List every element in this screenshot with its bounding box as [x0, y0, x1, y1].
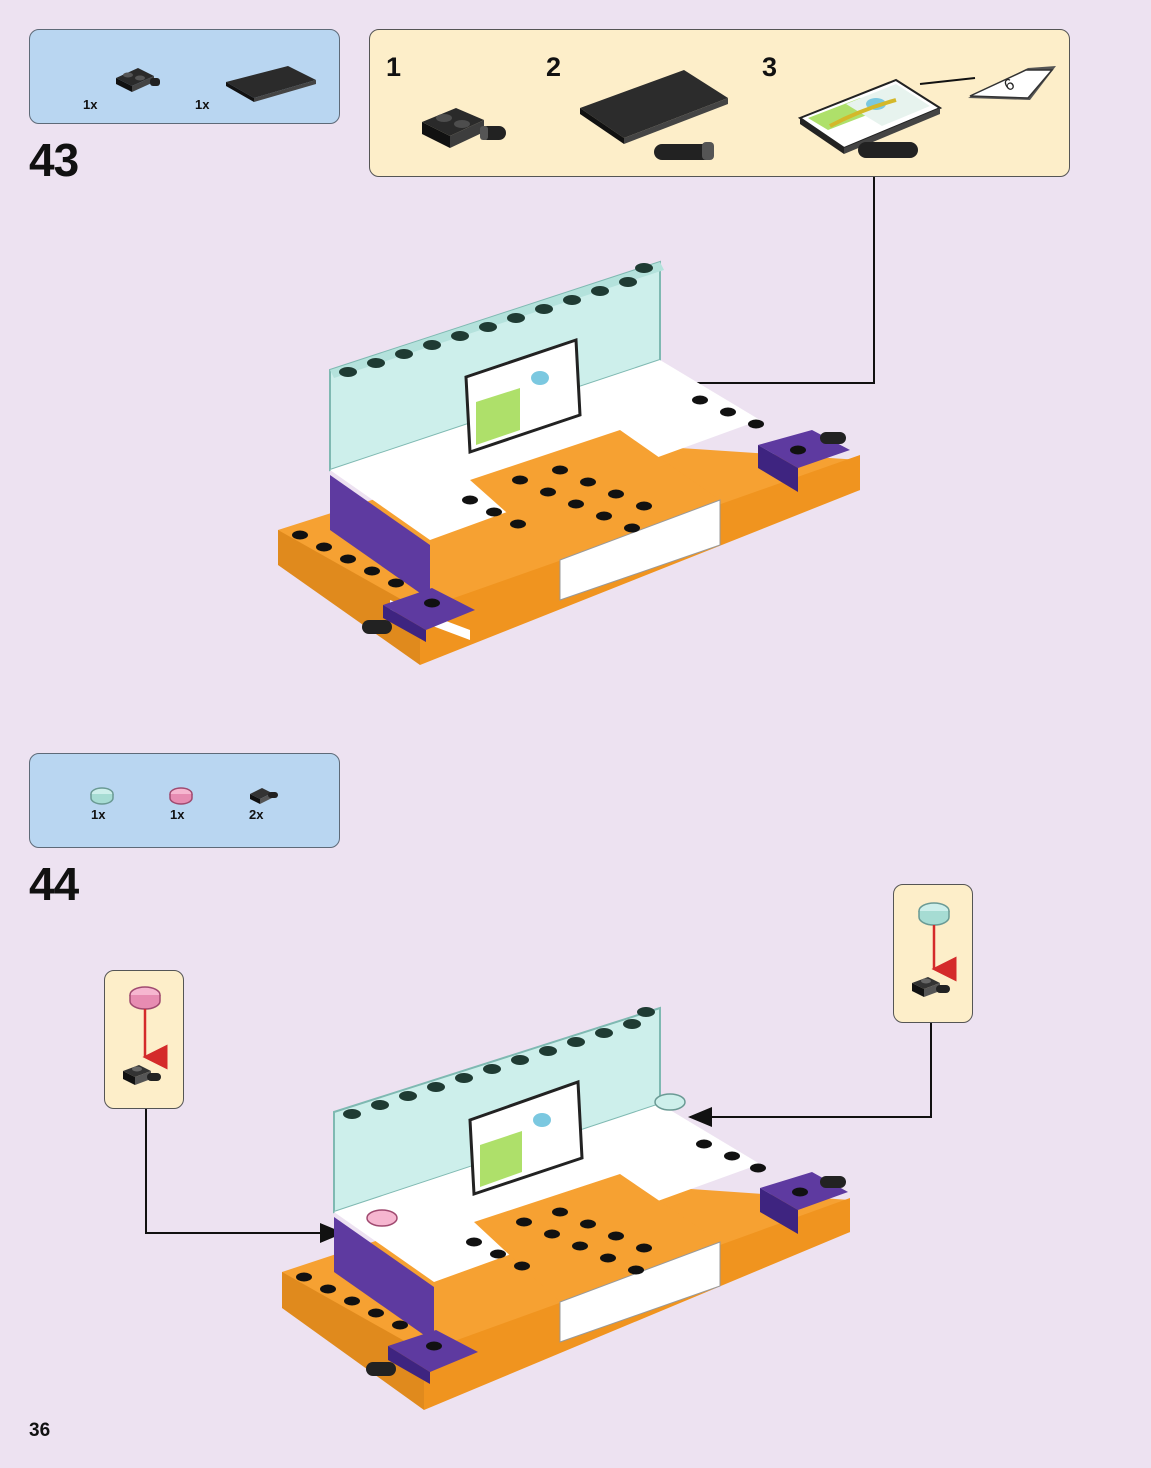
sticker-sheet-icon: 6 — [968, 66, 1056, 100]
pink-round-tile-icon — [169, 787, 193, 805]
clip-plate-icon — [422, 108, 506, 148]
aqua-tile-callout — [893, 884, 973, 1023]
substep-callout: 1 2 3 — [369, 29, 1070, 177]
substep-label: 2 — [546, 52, 562, 82]
printed-tile-icon — [797, 78, 943, 158]
black-tile-icon — [226, 66, 316, 102]
tile-on-clip-icon — [580, 70, 728, 160]
part-qty: 2x — [249, 807, 264, 822]
part-qty: 1x — [91, 807, 106, 822]
part-qty: 1x — [195, 97, 210, 112]
black-wheel-holder-icon — [250, 788, 278, 804]
part-qty: 1x — [170, 807, 185, 822]
step-44-parts-box: 1x 1x 2x — [29, 753, 340, 848]
black-clip-plate-icon — [116, 68, 160, 92]
substep-illustrations: 6 — [422, 66, 1056, 160]
step-43-parts-box: 1x 1x — [29, 29, 340, 124]
substep-label: 1 — [386, 52, 402, 82]
page-number: 36 — [29, 1420, 51, 1441]
pink-tile-callout — [104, 970, 184, 1109]
light-aqua-round-tile-icon — [90, 787, 114, 805]
part-qty: 1x — [83, 97, 98, 112]
step-number: 44 — [29, 858, 79, 910]
substep-label: 3 — [762, 52, 778, 82]
step-number: 43 — [29, 134, 79, 186]
step-44-parts-icons — [90, 787, 278, 805]
